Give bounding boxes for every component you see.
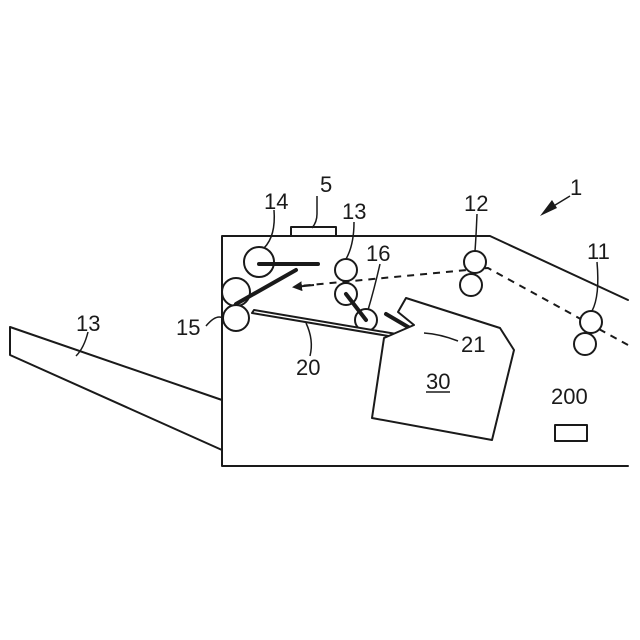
top-part-5 bbox=[291, 227, 336, 236]
controller-200 bbox=[555, 425, 587, 441]
leader-15 bbox=[206, 317, 223, 326]
leader-11 bbox=[592, 262, 598, 311]
label-roller-15: 15 bbox=[176, 315, 200, 340]
roller-11-lower bbox=[574, 333, 596, 355]
label-top-part-5: 5 bbox=[320, 172, 332, 197]
label-part-21: 21 bbox=[461, 332, 485, 357]
roller-12-lower bbox=[460, 274, 482, 296]
transport-arrow bbox=[294, 285, 314, 287]
output-tray bbox=[10, 327, 222, 450]
leader-14 bbox=[264, 210, 274, 248]
label-device-1: 1 bbox=[570, 175, 582, 200]
label-controller-200: 200 bbox=[551, 384, 588, 409]
leader-16 bbox=[368, 264, 380, 310]
leader-20 bbox=[306, 323, 311, 356]
label-roller-12: 12 bbox=[464, 191, 488, 216]
leader-13-roller bbox=[346, 222, 354, 259]
label-plate-20: 20 bbox=[296, 355, 320, 380]
leader-12 bbox=[475, 214, 477, 251]
label-unit-30: 30 bbox=[426, 369, 450, 394]
roller-12-upper bbox=[464, 251, 486, 273]
label-roller-14: 14 bbox=[264, 189, 288, 214]
roller-11-upper bbox=[580, 311, 602, 333]
leader-5 bbox=[312, 196, 317, 228]
roller-13-upper bbox=[335, 259, 357, 281]
label-tray-13: 13 bbox=[76, 311, 100, 336]
label-roller-13: 13 bbox=[342, 199, 366, 224]
label-roller-16: 16 bbox=[366, 241, 390, 266]
leader-1-arrow bbox=[540, 200, 557, 216]
label-roller-11: 11 bbox=[587, 239, 610, 264]
roller-15-lower bbox=[223, 305, 249, 331]
